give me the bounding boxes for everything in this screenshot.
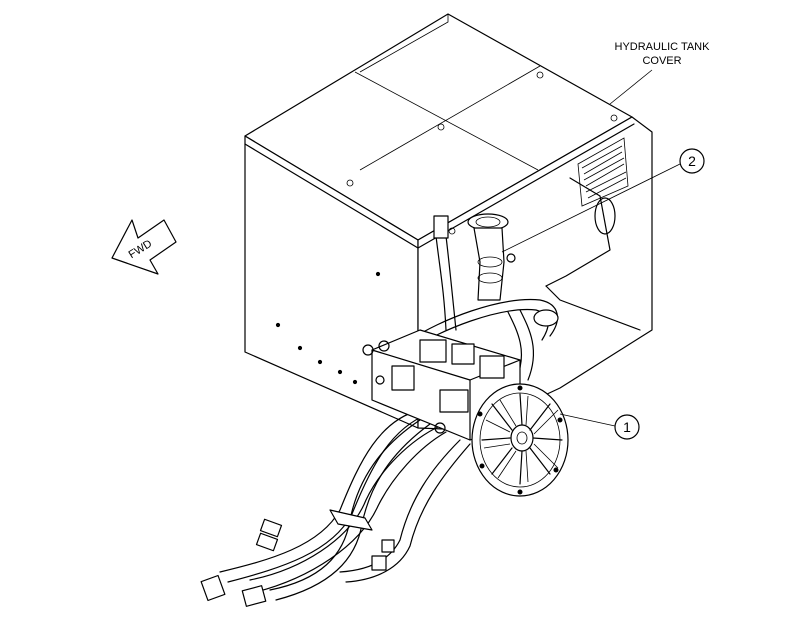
tank-lower-edge bbox=[545, 285, 641, 331]
item-2-number: 2 bbox=[688, 153, 696, 169]
hose bbox=[435, 235, 447, 331]
hose-clamp-bracket bbox=[329, 509, 373, 531]
tank-vent-grille bbox=[577, 137, 629, 207]
pump-motor bbox=[471, 383, 569, 497]
hose-end-fitting bbox=[200, 518, 395, 607]
tank-bolt bbox=[536, 71, 544, 79]
tank-rim-line bbox=[244, 123, 635, 249]
valve-port bbox=[439, 389, 469, 413]
item-1-leader-line bbox=[559, 413, 616, 427]
tank-cover-label-line2: COVER bbox=[642, 55, 681, 67]
hydraulic-hoses bbox=[200, 215, 559, 607]
solenoid bbox=[419, 339, 447, 363]
valve-port bbox=[391, 365, 415, 391]
item-1-balloon bbox=[614, 414, 640, 440]
solenoid bbox=[479, 355, 505, 379]
tank-bolt bbox=[346, 179, 354, 187]
hose-elbow-fitting bbox=[533, 309, 559, 327]
item-2-leader-line bbox=[501, 163, 681, 253]
tank-left-face-fasteners bbox=[275, 271, 381, 385]
tank-cover-leader-line bbox=[609, 69, 653, 105]
tank-seam-3 bbox=[359, 65, 541, 171]
tank-bolt bbox=[448, 227, 456, 235]
fwd-arrow-shape bbox=[111, 219, 177, 275]
tank-recess bbox=[545, 177, 611, 287]
fwd-direction-arrow: FWD bbox=[111, 219, 177, 275]
callout-item-1: 1 bbox=[559, 413, 640, 440]
solenoid bbox=[451, 343, 475, 365]
tank-seam-2 bbox=[359, 14, 449, 73]
tank-port-opening bbox=[594, 197, 616, 235]
item-1-number: 1 bbox=[623, 419, 631, 435]
pump-spokes bbox=[481, 393, 563, 485]
tank-cover-label-line1: HYDRAULIC TANK bbox=[615, 41, 711, 53]
tank-seam-1 bbox=[354, 71, 539, 171]
hose-fitting bbox=[433, 215, 449, 239]
pump-hub bbox=[510, 424, 534, 452]
callout-item-2: 2 bbox=[501, 148, 705, 253]
tank-bolt bbox=[437, 123, 445, 131]
hose-run bbox=[269, 419, 421, 591]
item-2-balloon bbox=[679, 148, 705, 174]
filler-neck bbox=[467, 213, 516, 301]
callout-tank-cover: HYDRAULIC TANK COVER bbox=[609, 41, 711, 105]
tank-bolt bbox=[610, 114, 618, 122]
